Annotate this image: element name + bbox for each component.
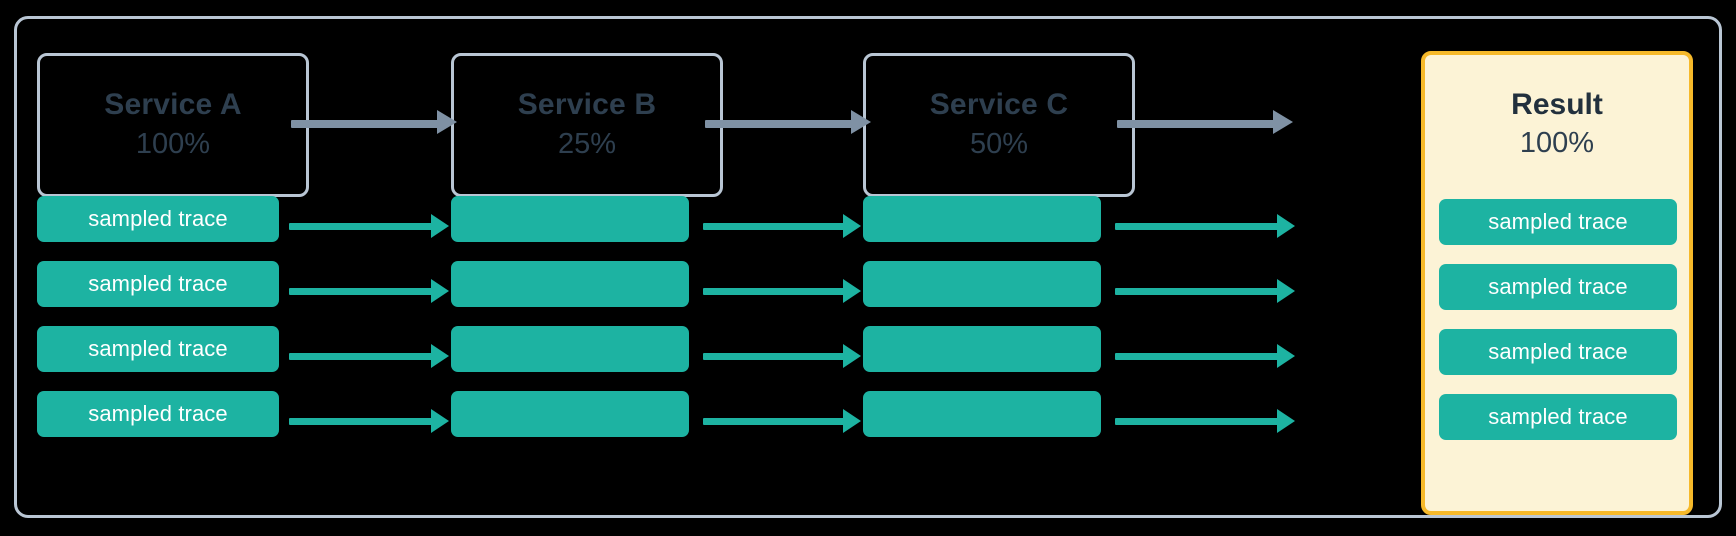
arrow-head-icon bbox=[431, 279, 449, 303]
arrow-shaft bbox=[703, 223, 845, 230]
service-name-b: Service B bbox=[517, 87, 657, 121]
trace-pill-r1-c1[interactable]: sampled trace bbox=[37, 196, 279, 242]
arrow-head-icon bbox=[431, 344, 449, 368]
arrow-head-icon bbox=[437, 110, 457, 134]
trace-pill-r2-c2[interactable] bbox=[451, 261, 689, 307]
arrow-shaft bbox=[703, 418, 845, 425]
arrow-shaft bbox=[291, 120, 439, 128]
arrow-shaft bbox=[703, 288, 845, 295]
arrow-shaft bbox=[1115, 288, 1279, 295]
trace-pill-r4-c3[interactable] bbox=[863, 391, 1101, 437]
trace-pill-r1-c2[interactable] bbox=[451, 196, 689, 242]
result-percent: 100% bbox=[1519, 127, 1595, 159]
arrow-head-icon bbox=[1277, 409, 1295, 433]
result-trace-pill-2[interactable]: sampled trace bbox=[1439, 264, 1677, 310]
trace-pill-r1-c3[interactable] bbox=[863, 196, 1101, 242]
arrow-head-icon bbox=[1277, 344, 1295, 368]
arrow-head-icon bbox=[431, 409, 449, 433]
result-trace-pill-4[interactable]: sampled trace bbox=[1439, 394, 1677, 440]
service-box-a[interactable]: Service A 100% bbox=[37, 53, 309, 197]
trace-pill-r4-c1[interactable]: sampled trace bbox=[37, 391, 279, 437]
diagram-frame: Service A 100% Service B 25% Service C 5… bbox=[14, 16, 1722, 518]
result-title: Result bbox=[1511, 88, 1603, 121]
arrow-head-icon bbox=[1277, 279, 1295, 303]
result-box[interactable]: Result 100% sampled trace sampled trace … bbox=[1421, 51, 1693, 515]
arrow-shaft bbox=[289, 288, 433, 295]
arrow-shaft bbox=[1115, 223, 1279, 230]
arrow-head-icon bbox=[431, 214, 449, 238]
arrow-shaft bbox=[1117, 120, 1275, 128]
service-name-a: Service A bbox=[104, 87, 242, 121]
arrow-head-icon bbox=[1277, 214, 1295, 238]
service-box-b[interactable]: Service B 25% bbox=[451, 53, 723, 197]
service-name-c: Service C bbox=[929, 87, 1069, 121]
trace-pill-r4-c2[interactable] bbox=[451, 391, 689, 437]
arrow-head-icon bbox=[843, 214, 861, 238]
arrow-shaft bbox=[705, 120, 853, 128]
arrow-head-icon bbox=[843, 344, 861, 368]
trace-pill-r3-c2[interactable] bbox=[451, 326, 689, 372]
service-percent-c: 50% bbox=[969, 128, 1029, 161]
arrow-shaft bbox=[1115, 353, 1279, 360]
service-percent-a: 100% bbox=[135, 128, 211, 161]
result-trace-pill-1[interactable]: sampled trace bbox=[1439, 199, 1677, 245]
arrow-shaft bbox=[289, 353, 433, 360]
trace-pill-r3-c1[interactable]: sampled trace bbox=[37, 326, 279, 372]
arrow-head-icon bbox=[843, 279, 861, 303]
trace-pill-r3-c3[interactable] bbox=[863, 326, 1101, 372]
trace-pill-r2-c3[interactable] bbox=[863, 261, 1101, 307]
service-box-c[interactable]: Service C 50% bbox=[863, 53, 1135, 197]
arrow-shaft bbox=[703, 353, 845, 360]
arrow-shaft bbox=[1115, 418, 1279, 425]
arrow-head-icon bbox=[1273, 110, 1293, 134]
arrow-head-icon bbox=[843, 409, 861, 433]
result-trace-pill-3[interactable]: sampled trace bbox=[1439, 329, 1677, 375]
arrow-shaft bbox=[289, 418, 433, 425]
arrow-shaft bbox=[289, 223, 433, 230]
arrow-head-icon bbox=[851, 110, 871, 134]
service-percent-b: 25% bbox=[557, 128, 617, 161]
trace-pill-r2-c1[interactable]: sampled trace bbox=[37, 261, 279, 307]
